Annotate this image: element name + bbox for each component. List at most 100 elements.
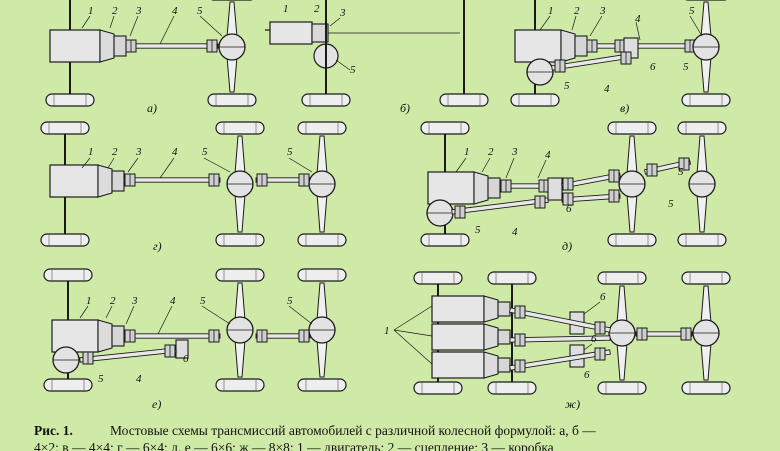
propeller-shaft [123, 333, 221, 339]
universal-joint [125, 39, 137, 53]
callout-6: 6 [566, 203, 572, 215]
universal-joint [164, 344, 176, 358]
leader-line [481, 157, 491, 173]
axle-housing [616, 285, 628, 324]
callout-1: 1 [384, 325, 390, 337]
leader-line [329, 17, 341, 27]
gearbox [111, 325, 125, 347]
leader-line [81, 15, 91, 29]
callout-2: 2 [110, 295, 116, 307]
axle-housing [234, 339, 246, 378]
universal-joint [298, 329, 310, 343]
engine [431, 295, 485, 323]
wheel [439, 93, 489, 107]
axle-housing [316, 193, 328, 233]
leader-line [505, 157, 515, 179]
axle-housing [700, 342, 712, 381]
engine [51, 319, 99, 353]
wheel [297, 378, 347, 392]
propeller-shaft [561, 172, 621, 189]
axle-housing [616, 342, 628, 381]
callout-4: 4 [545, 149, 551, 161]
wheel [597, 271, 647, 285]
engine [431, 351, 485, 379]
propeller-shaft [509, 349, 611, 371]
clutch [560, 29, 576, 63]
final-drive [692, 319, 720, 347]
wheel [215, 378, 265, 392]
leader-line [109, 15, 115, 29]
final-drive [218, 33, 246, 61]
engine [514, 29, 562, 63]
leader-line [537, 159, 547, 179]
gearbox [111, 170, 125, 192]
leader-line [689, 15, 703, 37]
callout-5: 5 [202, 146, 208, 158]
callout-3: 3 [135, 146, 142, 158]
final-drive [526, 58, 554, 86]
callout-1: 1 [464, 146, 470, 158]
universal-joint [514, 305, 526, 319]
wheel [607, 233, 657, 247]
wheel [607, 121, 657, 135]
callout-1: 1 [283, 3, 289, 15]
caption-text: Мостовые схемы трансмиссий автомобилей с… [110, 423, 596, 438]
wheel [681, 381, 731, 395]
propeller-shaft [125, 43, 219, 49]
clutch [99, 29, 115, 63]
propeller-shaft [586, 43, 697, 49]
callout-6: 6 [183, 353, 189, 365]
wheel [215, 233, 265, 247]
universal-joint [208, 173, 220, 187]
clutch [473, 171, 489, 205]
final-drive [226, 316, 254, 344]
leader-line [105, 305, 113, 319]
caption-line-2: 4×2; в — 4×4; г — 6×4; д, е — 6×6; ж — 8… [34, 440, 554, 451]
callout-4: 4 [512, 226, 518, 238]
clutch [483, 323, 499, 351]
leader-line [159, 15, 175, 45]
universal-joint [680, 327, 692, 341]
leader-line [393, 305, 433, 331]
propeller-shaft [451, 197, 549, 215]
callout-3: 3 [599, 5, 606, 17]
axle-housing [700, 56, 712, 93]
leader-line [127, 157, 139, 173]
leader-line [393, 329, 433, 337]
leader-line [157, 305, 173, 335]
figure-caption: Рис. 1. Мостовые схемы трансмиссий автом… [0, 412, 780, 451]
clutch [97, 164, 113, 198]
leader-line [288, 305, 313, 325]
final-drive [618, 170, 646, 198]
wheel [297, 268, 347, 282]
clutch [483, 351, 499, 379]
callout-5: 5 [287, 295, 293, 307]
wheel [215, 121, 265, 135]
axle-housing [234, 135, 246, 175]
axle-housing [696, 135, 708, 175]
axle-housing [700, 1, 712, 38]
axle-housing [234, 282, 246, 321]
gearbox [497, 357, 511, 373]
axle-housing [626, 135, 638, 175]
engine [269, 21, 313, 45]
callout-5: 5 [683, 61, 689, 73]
callout-5: 5 [475, 224, 481, 236]
clutch [483, 295, 499, 323]
final-drive [688, 170, 716, 198]
wheel [207, 93, 257, 107]
wheel [681, 271, 731, 285]
leader-line [583, 301, 601, 315]
leader-line [129, 15, 139, 37]
leader-line [393, 329, 433, 365]
wheel [597, 381, 647, 395]
axle-housing [626, 193, 638, 233]
universal-joint [500, 179, 512, 193]
axle-housing [226, 1, 238, 38]
callout-6: 6 [591, 333, 597, 345]
axle-housing [316, 135, 328, 175]
leader-line [455, 157, 467, 173]
panel-label-d: д) [562, 239, 572, 253]
universal-joint [206, 39, 218, 53]
